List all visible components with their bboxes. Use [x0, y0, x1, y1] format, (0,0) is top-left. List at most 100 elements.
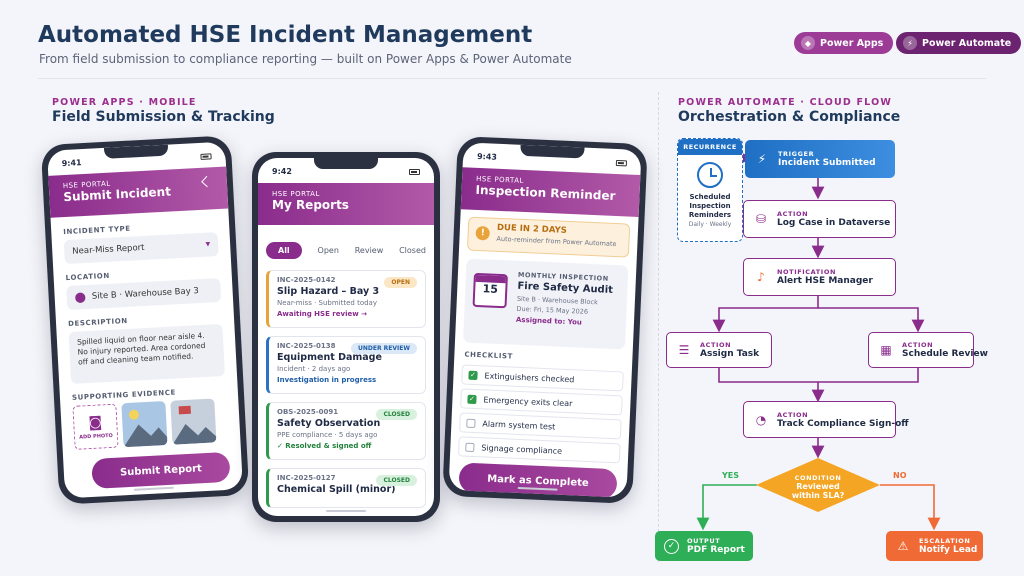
- node-label: Incident Submitted: [778, 158, 876, 168]
- app-eyebrow: HSE PORTAL: [272, 190, 320, 198]
- report-status-text: Investigation in progress: [277, 376, 377, 384]
- report-status-text: ✓ Resolved & signed off: [277, 442, 372, 450]
- node-kind: NOTIFICATION: [777, 268, 836, 276]
- yes-label: YES: [722, 471, 740, 480]
- status-badge: CLOSED: [376, 475, 417, 486]
- right-section-eyebrow: POWER AUTOMATE · CLOUD FLOW: [678, 97, 893, 108]
- evidence-photo-1[interactable]: [121, 401, 168, 448]
- node-kind: ACTION: [777, 210, 809, 218]
- recurrence-subtitle: Daily · Weekly: [688, 221, 732, 229]
- landscape-image-icon: [123, 409, 168, 448]
- report-meta: Incident · 2 days ago: [277, 365, 351, 373]
- node-label: Assign Task: [700, 349, 760, 359]
- battery-icon: [409, 169, 420, 175]
- landscape-flag-image-icon: [172, 405, 217, 445]
- lightning-icon: ⚡: [757, 152, 767, 166]
- node-label: Schedule Review: [902, 349, 988, 359]
- check-circle-icon: ✓: [664, 538, 679, 554]
- phone-screen: 9:41 HSE PORTAL Submit Incident INCIDENT…: [47, 141, 243, 499]
- power-apps-icon: ◆: [801, 36, 815, 50]
- power-automate-label: Power Automate: [922, 37, 1012, 49]
- left-section-eyebrow: POWER APPS · MOBILE: [52, 97, 197, 108]
- report-id: OBS-2025-0091: [277, 408, 339, 416]
- report-id: INC-2025-0127: [277, 474, 336, 482]
- report-card[interactable]: OBS-2025-0091 CLOSED Safety Observation …: [266, 402, 426, 460]
- node-label: Track Compliance Sign-off: [777, 418, 909, 429]
- condition-label: Reviewed within SLA?: [791, 482, 845, 501]
- condition-diamond[interactable]: [756, 458, 880, 512]
- page-subtitle: From field submission to compliance repo…: [39, 52, 572, 66]
- phone-submit-incident: 9:41 HSE PORTAL Submit Incident INCIDENT…: [40, 135, 250, 505]
- filter-tab-open[interactable]: Open: [317, 245, 339, 255]
- power-automate-pill[interactable]: ⚡ Power Automate: [896, 32, 1022, 54]
- report-card[interactable]: INC-2025-0138 UNDER REVIEW Equipment Dam…: [266, 336, 426, 394]
- app-title: My Reports: [272, 198, 349, 212]
- report-id: INC-2025-0138: [277, 342, 336, 350]
- node-label: Alert HSE Manager: [777, 276, 873, 286]
- report-status-text: Awaiting HSE review →: [277, 310, 367, 318]
- report-title: Slip Hazard – Bay 3: [277, 286, 380, 297]
- node-kind: TRIGGER: [778, 150, 815, 158]
- power-automate-icon: ⚡: [903, 36, 917, 50]
- power-apps-pill[interactable]: ◆ Power Apps: [794, 32, 894, 54]
- gauge-icon: ◔: [755, 412, 767, 427]
- report-title: Equipment Damage: [277, 352, 382, 363]
- report-meta: PPE compliance · 5 days ago: [277, 431, 378, 439]
- node-kind: ACTION: [700, 341, 732, 349]
- status-badge: CLOSED: [376, 409, 417, 420]
- filter-tab-all[interactable]: All: [266, 241, 302, 259]
- node-kind: ACTION: [777, 410, 809, 419]
- report-id: INC-2025-0142: [277, 276, 336, 284]
- task-list-icon: ☰: [678, 343, 690, 357]
- page-title: Automated HSE Incident Management: [38, 22, 533, 48]
- recurrence-header: RECURRENCE: [678, 139, 742, 155]
- report-meta: Near-miss · Submitted today: [277, 299, 377, 307]
- condition-kind: CONDITION: [794, 474, 842, 482]
- report-card[interactable]: INC-2025-0142 OPEN Slip Hazard – Bay 3 N…: [266, 270, 426, 328]
- filter-tab-closed[interactable]: Closed: [399, 245, 426, 255]
- status-time: 9:42: [272, 167, 292, 176]
- report-filter-tabs: All Open Review Closed: [266, 240, 426, 260]
- node-label: Log Case in Dataverse: [777, 218, 891, 228]
- clock-icon: [697, 162, 723, 188]
- report-title: Chemical Spill (minor): [277, 484, 396, 495]
- app-header: HSE PORTAL My Reports: [258, 183, 434, 225]
- node-kind: ACTION: [902, 341, 934, 349]
- report-title: Safety Observation: [277, 418, 381, 429]
- phone-notch: [314, 158, 378, 169]
- evidence-photo-2[interactable]: [170, 398, 217, 445]
- phone-my-reports: 9:42 HSE PORTAL My Reports All Open Revi…: [252, 152, 440, 522]
- left-section-title: Field Submission & Tracking: [52, 109, 275, 125]
- power-apps-label: Power Apps: [820, 37, 884, 49]
- node-kind: OUTPUT: [687, 537, 721, 545]
- warning-triangle-icon: ⚠: [897, 539, 909, 553]
- report-card[interactable]: INC-2025-0127 CLOSED Chemical Spill (min…: [266, 468, 426, 508]
- database-icon: ⛁: [755, 212, 767, 226]
- header-divider: [38, 78, 986, 79]
- node-label: PDF Report: [687, 545, 745, 555]
- phone-screen: 9:42 HSE PORTAL My Reports All Open Revi…: [258, 158, 434, 516]
- status-badge: OPEN: [384, 277, 417, 288]
- right-section-title: Orchestration & Compliance: [678, 109, 901, 125]
- calendar-icon: ▦: [880, 343, 892, 357]
- status-bar: 9:42: [258, 158, 434, 178]
- section-divider: [658, 92, 659, 562]
- filter-tab-review[interactable]: Review: [354, 245, 384, 255]
- recurrence-title: Scheduled Inspection Reminders: [688, 193, 732, 219]
- no-label: NO: [893, 471, 907, 480]
- home-indicator: [326, 510, 366, 512]
- recurrence-node[interactable]: RECURRENCE Scheduled Inspection Reminder…: [677, 138, 743, 242]
- node-label: Notify Lead: [919, 545, 978, 555]
- bell-icon: ♪: [757, 270, 765, 284]
- status-badge: UNDER REVIEW: [351, 343, 417, 354]
- condition-text: CONDITION Reviewed within SLA?: [768, 474, 868, 500]
